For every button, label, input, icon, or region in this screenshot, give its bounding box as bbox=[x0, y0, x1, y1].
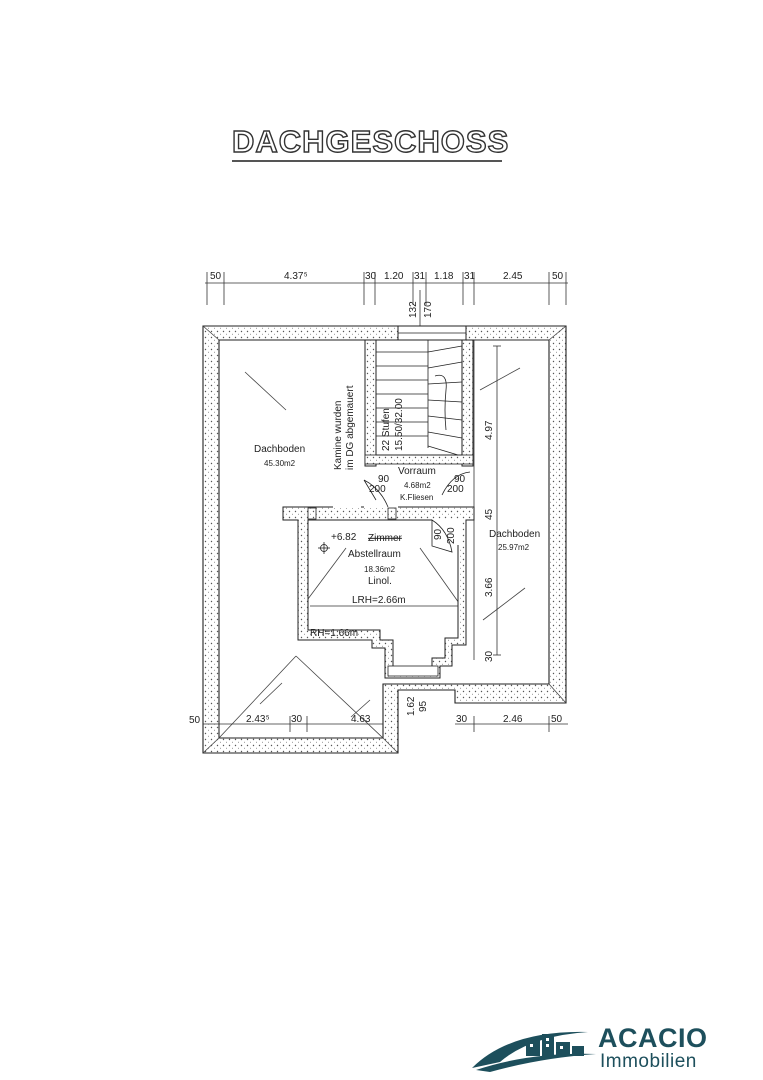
dim-stair-1: 132 bbox=[408, 301, 419, 318]
staircase bbox=[375, 339, 463, 456]
lrh-label: LRH=2.66m bbox=[352, 595, 406, 606]
dim-bottom-6: 95 bbox=[418, 700, 429, 712]
note-line-1: Kamine wurden bbox=[333, 401, 344, 470]
acacio-logo-icon bbox=[472, 1031, 596, 1072]
stair-wall-right bbox=[461, 339, 474, 467]
dim-side-3: 3.66 bbox=[484, 577, 495, 597]
dim-bottom-3: 30 bbox=[291, 714, 303, 725]
dim-top-6: 1.18 bbox=[434, 271, 454, 282]
dim-bottom-9: 50 bbox=[551, 714, 563, 725]
acacio-logo-text: ACACIO Immobilien bbox=[598, 1024, 708, 1072]
note-line-2: im DG abgemauert bbox=[345, 385, 356, 470]
dim-bottom-4: 4.63 bbox=[351, 714, 371, 725]
dim-top-1: 50 bbox=[210, 271, 222, 282]
dachboden-left-name: Dachboden bbox=[254, 444, 305, 455]
door-2-width: 90 bbox=[454, 474, 466, 485]
dim-bottom-5: 1.62 bbox=[406, 696, 417, 716]
door-1-width: 90 bbox=[378, 474, 390, 485]
stair-wall-left bbox=[364, 339, 377, 467]
dim-bottom-2: 2.43⁵ bbox=[246, 714, 270, 725]
zimmer-name: Abstellraum bbox=[348, 549, 401, 560]
logo-subtitle: Immobilien bbox=[600, 1051, 697, 1072]
door-3-height: 200 bbox=[446, 527, 457, 544]
wall-corner-lines bbox=[202, 325, 567, 754]
dim-side-1: 4.97 bbox=[484, 420, 495, 440]
dim-top-3: 30 bbox=[365, 271, 377, 282]
dim-bottom-8: 2.46 bbox=[503, 714, 523, 725]
room-window bbox=[387, 665, 439, 677]
level-marker-icon bbox=[318, 542, 330, 554]
plan-title: DACHGESCHOSS bbox=[231, 123, 510, 159]
title-underline bbox=[232, 160, 502, 162]
door-2-height: 200 bbox=[447, 484, 464, 495]
door-1-height: 200 bbox=[369, 484, 386, 495]
dachboden-right-area: 25.97m2 bbox=[498, 543, 530, 552]
dim-top-5: 31 bbox=[414, 271, 426, 282]
zimmer-old-name: Zimmer bbox=[368, 533, 403, 544]
dimension-chain-top bbox=[205, 272, 568, 305]
stair-steps-label: 22 Stufen bbox=[381, 408, 392, 451]
door-3-width: 90 bbox=[433, 528, 444, 540]
dachboden-left-area: 45.30m2 bbox=[264, 459, 296, 468]
vorraum-floor: K.Fliesen bbox=[400, 493, 433, 502]
vorraum-area: 4.68m2 bbox=[404, 481, 431, 490]
stair-rise-label: 15.50/32.00 bbox=[394, 398, 405, 451]
stair-landing-wall bbox=[364, 454, 474, 465]
dim-top-2: 4.37⁵ bbox=[284, 271, 308, 282]
dim-bottom-1: 50 bbox=[189, 715, 201, 726]
door-swings bbox=[307, 471, 471, 553]
dimension-chain-bottom bbox=[203, 716, 568, 732]
zimmer-floor: Linol. bbox=[368, 576, 392, 587]
dim-top-4: 1.20 bbox=[384, 271, 404, 282]
dim-stair-2: 170 bbox=[423, 301, 434, 318]
zimmer-area: 18.36m2 bbox=[364, 565, 396, 574]
dim-top-9: 50 bbox=[552, 271, 564, 282]
dim-side-2: 45 bbox=[484, 508, 495, 520]
logo-brand: ACACIO bbox=[598, 1023, 708, 1053]
right-dachboden-outline bbox=[473, 339, 549, 660]
vorraum-name: Vorraum bbox=[398, 466, 436, 477]
dim-bottom-7: 30 bbox=[456, 714, 468, 725]
zimmer-level: +6.82 bbox=[331, 532, 357, 543]
dim-top-7: 31 bbox=[464, 271, 476, 282]
dachboden-right-name: Dachboden bbox=[489, 529, 540, 540]
rh-label: RH=1.66m bbox=[310, 628, 358, 639]
dim-side-4: 30 bbox=[484, 650, 495, 662]
dim-top-8: 2.45 bbox=[503, 271, 523, 282]
